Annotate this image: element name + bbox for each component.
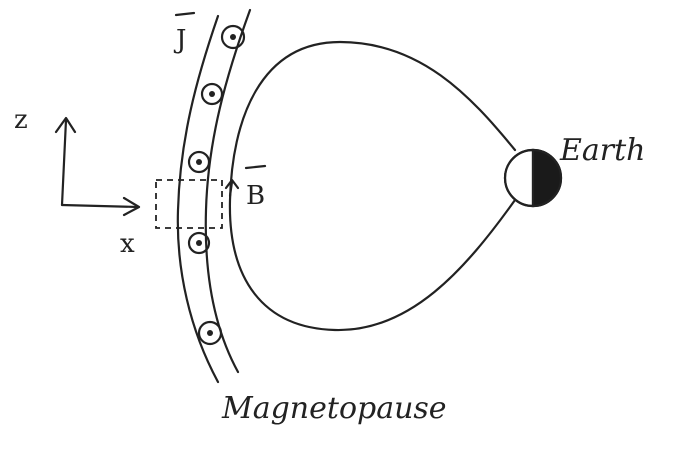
x-arrowhead-icon [122, 196, 141, 217]
current-marker [220, 24, 246, 50]
current-marker [197, 320, 223, 346]
current-density-label: J [173, 25, 186, 55]
dashed-region-box [155, 179, 223, 229]
earth-icon [503, 148, 563, 208]
magnetopause-outer-line [176, 14, 220, 384]
earth-nightside [531, 148, 563, 208]
j-overbar [174, 11, 196, 17]
earth-label: Earth [559, 133, 646, 168]
b-field-arrow-icon [224, 178, 240, 198]
magnetosphere-loop [228, 40, 517, 332]
magnetic-field-label: B [246, 181, 265, 211]
earth-dayside [503, 148, 535, 208]
magnetopause-label: Magnetopause [221, 391, 447, 426]
x-axis-arrow [60, 203, 140, 209]
current-marker [187, 150, 211, 174]
z-axis-arrow [60, 118, 68, 207]
magnetopause-inner-line [204, 8, 252, 374]
b-overbar [244, 164, 267, 170]
current-marker [200, 82, 224, 106]
current-markers [187, 24, 246, 346]
axis-z-label: z [14, 105, 28, 135]
z-arrowhead-icon [54, 116, 77, 134]
current-marker [187, 231, 211, 255]
coordinate-axes [54, 116, 141, 217]
axis-x-label: x [120, 229, 135, 259]
